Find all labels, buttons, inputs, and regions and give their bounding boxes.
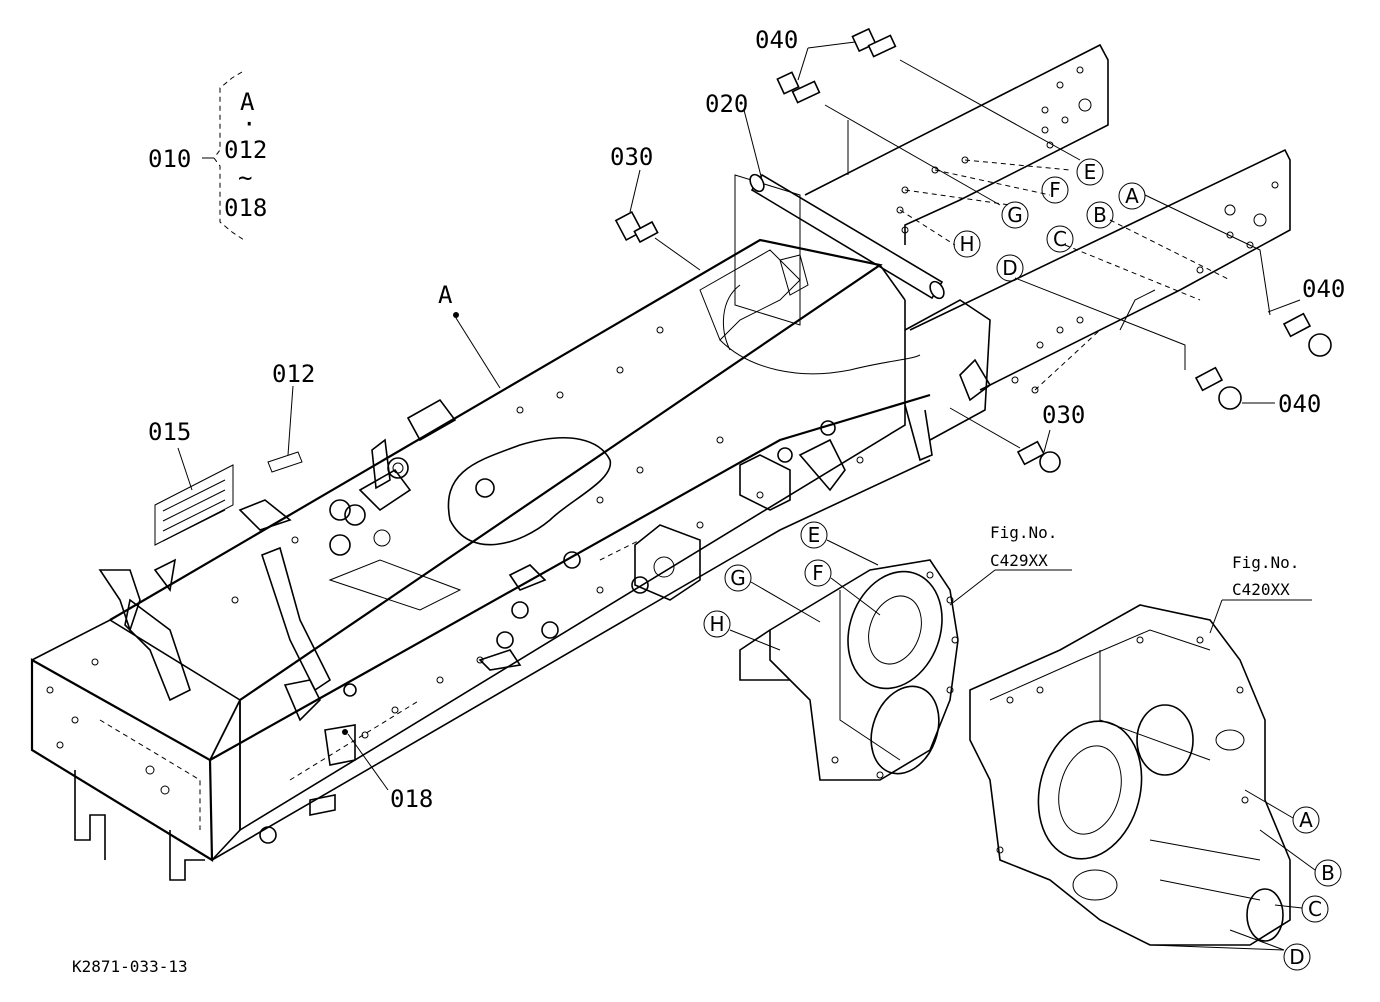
ref-circles-top: E F G H A B C D [953,158,1146,282]
svg-text:E: E [1084,160,1097,184]
label-030-lower: 030 [1042,401,1085,429]
ref-circle-bottom-c: C [1274,895,1329,923]
assembly-item-a: A [240,88,255,116]
assembly-item-dot: · [242,110,256,138]
svg-text:C: C [1308,897,1322,921]
ref-circle-mid-e: E [800,521,879,566]
ref-circle-top-d: D [996,254,1024,282]
ref-circle-mid-g: G [724,564,821,623]
decal-012: 012 [267,360,315,473]
label-018: 018 [390,785,433,813]
label-040-lower: 040 [1278,390,1321,418]
ref-circle-bottom-a: A [1244,789,1320,834]
lower-plate [909,148,1291,394]
fig2-label: Fig.No. [1232,553,1299,572]
svg-text:E: E [808,523,821,547]
ref-circles-bottom: A B C D [1149,789,1342,971]
ref-circle-top-a: A [1118,182,1146,210]
svg-text:G: G [1007,203,1023,227]
fig2-number: C420XX [1232,580,1290,599]
ref-circle-top-h: H [953,230,981,258]
assembly-bracket: 010 A · 012 ~ 018 [148,71,267,241]
drawing-id: K2871-033-13 [72,957,188,976]
label-030-upper: 030 [610,143,653,171]
ref-circle-bottom-b: B [1259,829,1342,887]
rod-020: 020 [705,90,945,326]
svg-text:C: C [1053,227,1067,251]
svg-text:D: D [1002,256,1017,280]
fig1-label: Fig.No. [990,523,1057,542]
gear-case-c429: Fig.No. C429XX [739,523,1072,781]
ref-circle-top-b: B [1086,201,1114,229]
svg-text:B: B [1321,861,1335,885]
fig1-number: C429XX [990,551,1048,570]
bolt-030-upper: 030 [610,143,701,271]
svg-text:D: D [1289,945,1304,969]
label-040-right: 040 [1302,275,1345,303]
ref-circle-mid-h: H [703,610,781,651]
svg-text:A: A [1299,808,1313,832]
transmission-case-c420: Fig.No. C420XX [969,553,1312,946]
assembly-item-012: 012 [224,136,267,164]
svg-text:B: B [1093,203,1107,227]
frame-label-a: A [438,281,501,389]
part-018: 018 [342,729,433,813]
svg-text:G: G [730,566,746,590]
bolt-040-lower: 040 [1194,366,1321,418]
upper-plate [804,43,1109,245]
label-a: A [438,281,453,309]
leader-lines [899,159,1271,391]
label-012: 012 [272,360,315,388]
bolt-040-right: 040 [1267,275,1345,357]
assembly-item-tilde: ~ [238,164,252,192]
main-frame [30,238,992,881]
ref-circle-bottom-d: D [1149,929,1311,971]
label-020: 020 [705,90,748,118]
ref-circle-top-c: C [1046,225,1074,253]
bolt-030-lower: 030 [949,401,1085,473]
svg-text:A: A [1125,184,1139,208]
bolt-040-top: 040 [755,26,1081,206]
svg-text:H: H [709,612,724,636]
ref-circle-mid-f: F [804,559,881,616]
assembly-number: 010 [148,145,191,173]
assembly-item-018: 018 [224,194,267,222]
label-040-top: 040 [755,26,798,54]
label-015: 015 [148,418,191,446]
svg-text:H: H [959,232,974,256]
ref-circle-top-g: G [1001,201,1029,229]
ref-circles-mid: E F G H [703,521,881,651]
ref-circle-top-f: F [1041,176,1069,204]
svg-text:F: F [1049,178,1061,202]
decal-015: 015 [148,418,234,546]
svg-text:F: F [812,561,824,585]
ref-circle-top-e: E [1076,158,1104,186]
